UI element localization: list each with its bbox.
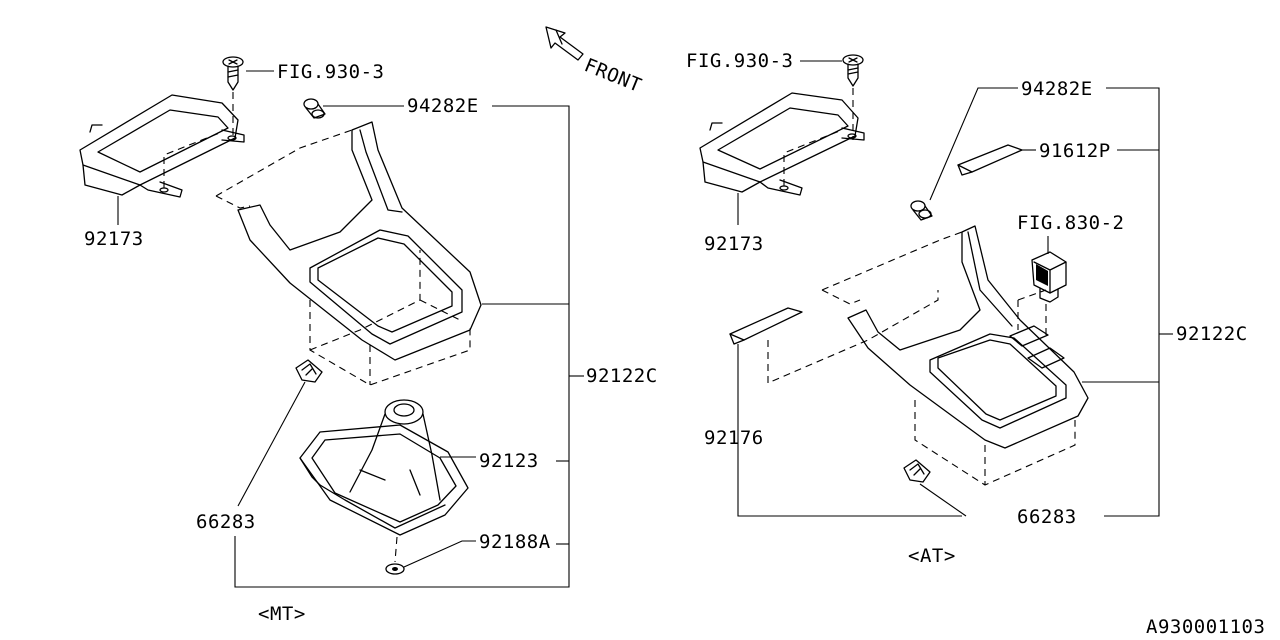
at-fig830-label[interactable]: FIG.830-2 [1017, 212, 1124, 234]
at-screw-icon [842, 54, 864, 87]
mt-92122c-label[interactable]: 92122C [586, 365, 658, 387]
front-arrow-icon [545, 26, 584, 61]
mt-66283-label[interactable]: 66283 [196, 511, 256, 533]
mt-bracket [234, 105, 570, 588]
mt-tray-92173 [79, 94, 245, 198]
at-91612p-label[interactable]: 91612P [1039, 140, 1111, 162]
at-92176-leader [737, 344, 962, 517]
mt-92123-label[interactable]: 92123 [479, 450, 539, 472]
at-92122c-label[interactable]: 92122C [1176, 323, 1248, 345]
at-bracket [1104, 87, 1160, 517]
at-fig930-label[interactable]: FIG.930-3 [686, 50, 793, 72]
mt-console-92122c [215, 121, 482, 386]
mt-fig930-label[interactable]: FIG.930-3 [277, 61, 384, 83]
mt-boot-92123 [299, 399, 469, 536]
ref-code: A930001103 [1146, 616, 1265, 638]
front-label: FRONT [581, 54, 645, 97]
mt-clip-94282e-icon [303, 98, 326, 119]
at-94282e-leader [929, 87, 1018, 201]
at-92173-label[interactable]: 92173 [704, 233, 764, 255]
mt-clip-66283-icon [295, 359, 323, 383]
at-66283-label[interactable]: 66283 [1017, 506, 1077, 528]
mt-screw-icon [222, 56, 244, 91]
mt-94282e-label[interactable]: 94282E [407, 95, 479, 117]
mt-caption: <MT> [258, 603, 306, 625]
at-clip-66283-icon [903, 459, 931, 483]
at-caption: <AT> [908, 545, 956, 567]
at-console-92122c [767, 225, 1089, 486]
at-switch-icon [1031, 251, 1067, 303]
mt-clip-92188a-icon [385, 563, 405, 575]
mt-92188a-label[interactable]: 92188A [479, 531, 551, 553]
mt-66283-leader [237, 381, 306, 507]
at-92176-label[interactable]: 92176 [704, 427, 764, 449]
at-tray-92173 [699, 92, 865, 196]
mt-92188a-leader [403, 540, 476, 568]
at-pad-92176 [729, 307, 803, 345]
mt-92173-label[interactable]: 92173 [84, 228, 144, 250]
at-clip-94282e-icon [910, 200, 933, 221]
at-pad-91612p [957, 144, 1023, 176]
at-94282e-label[interactable]: 94282E [1021, 78, 1093, 100]
